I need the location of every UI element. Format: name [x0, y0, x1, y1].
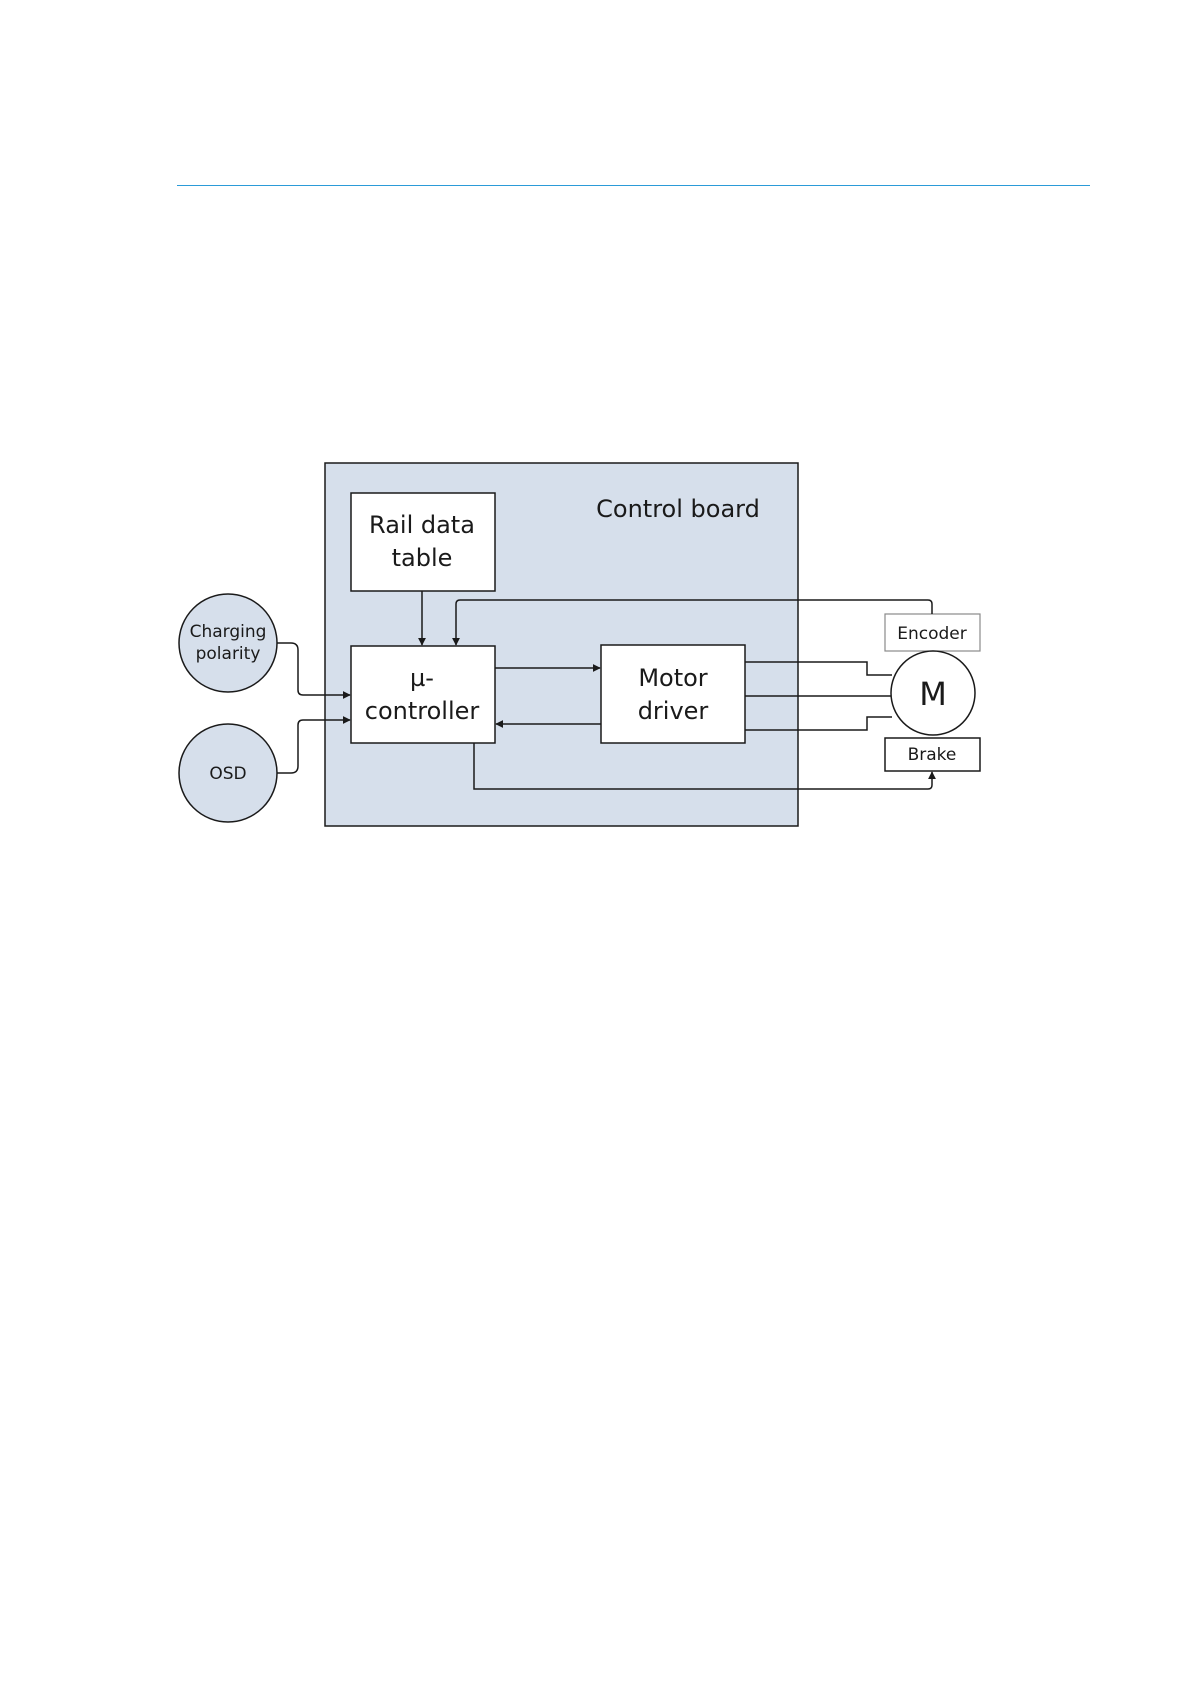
motor-driver-block: Motor driver [601, 645, 745, 743]
encoder-label: Encoder [897, 624, 967, 644]
charging-polarity-label-line2: polarity [196, 644, 261, 664]
brake-block: Brake [885, 738, 980, 771]
osd-node: OSD [179, 724, 277, 822]
motor-node: M [891, 651, 975, 735]
encoder-block: Encoder [885, 614, 980, 651]
charging-polarity-node: Charging polarity [179, 594, 277, 692]
motor-label: M [919, 675, 947, 713]
mu-controller-block: µ- controller [351, 646, 495, 743]
rail-data-table-label-line2: table [392, 544, 453, 572]
mu-controller-label-line1: µ- [410, 664, 434, 692]
motor-driver-label-line1: Motor [638, 664, 707, 692]
charging-polarity-label-line1: Charging [190, 622, 267, 642]
mu-controller-label-line2: controller [365, 697, 480, 725]
rail-data-table-label-line1: Rail data [369, 511, 475, 539]
brake-label: Brake [908, 745, 957, 765]
motor-driver-label-line2: driver [638, 697, 709, 725]
rail-data-table-block: Rail data table [351, 493, 495, 591]
control-board-label: Control board [596, 495, 760, 523]
osd-label: OSD [209, 764, 246, 784]
